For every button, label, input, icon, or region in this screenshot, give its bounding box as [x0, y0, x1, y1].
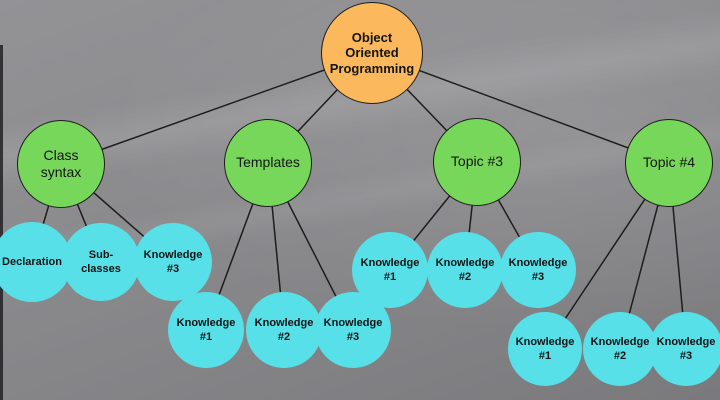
node-knowledge-3d-label-line-2: #3 [679, 350, 693, 362]
node-class-syntax-label-line-1: Class [43, 146, 79, 163]
node-root-label-line-1: Object [351, 29, 393, 45]
node-knowledge-2c-label-line-2: #2 [458, 271, 472, 283]
node-knowledge-2c-label-line-1: Knowledge [435, 256, 495, 269]
node-knowledge-2d-label-line-1: Knowledge [590, 335, 650, 348]
node-knowledge-1d-label-line-1: Knowledge [515, 335, 575, 348]
node-knowledge-3a-label-line-2: #3 [166, 263, 180, 275]
node-knowledge-3a-label-line-1: Knowledge [143, 248, 203, 261]
background-left-edge-shadow [0, 45, 3, 400]
node-templates: Templates [224, 119, 312, 207]
node-knowledge-3d-label-line-1: Knowledge [656, 335, 716, 348]
node-topic-4-label-line-1: Topic #4 [642, 154, 696, 171]
node-knowledge-2b-label-line-1: Knowledge [254, 316, 314, 329]
node-root-label-line-2: Oriented [345, 45, 399, 61]
node-knowledge-1b-label-line-1: Knowledge [176, 316, 236, 329]
node-knowledge-2d-label-line-2: #2 [613, 350, 627, 362]
node-knowledge-2b: Knowledge #2 [246, 292, 322, 368]
node-knowledge-3c-label-line-2: #3 [531, 271, 545, 283]
node-knowledge-1b: Knowledge #1 [168, 292, 244, 368]
node-sub-classes-label-line-2: classes [81, 263, 121, 275]
edge-root-to-class-syntax [60, 52, 373, 165]
edge-root-to-topic-4 [371, 52, 670, 164]
node-knowledge-1d: Knowledge #1 [508, 312, 582, 386]
node-knowledge-2d: Knowledge #2 [583, 312, 657, 386]
node-knowledge-1c-label-line-1: Knowledge [360, 256, 420, 269]
node-knowledge-3c-label-line-1: Knowledge [508, 256, 568, 269]
node-topic-4: Topic #4 [625, 119, 713, 207]
node-knowledge-1c: Knowledge #1 [352, 232, 428, 308]
node-templates-label-line-1: Templates [236, 154, 300, 171]
node-root-label-line-3: Programming [329, 60, 415, 76]
node-declaration-label-line-1: Declaration [2, 255, 62, 268]
node-knowledge-2c: Knowledge #2 [427, 232, 503, 308]
node-sub-classes-label-line-1: Sub- [88, 248, 114, 261]
node-knowledge-1c-label-line-2: #1 [383, 271, 397, 283]
node-knowledge-1b-label-line-2: #1 [199, 331, 213, 343]
node-knowledge-2b-label-line-2: #2 [277, 331, 291, 343]
node-knowledge-3c: Knowledge #3 [500, 232, 576, 308]
node-knowledge-1d-label-line-2: #1 [538, 350, 552, 362]
node-knowledge-3d: Knowledge #3 [649, 312, 720, 386]
node-class-syntax-label-line-2: syntax [40, 164, 82, 180]
node-topic-3: Topic #3 [433, 118, 521, 206]
node-knowledge-3b-label-line-2: #3 [346, 331, 360, 343]
node-knowledge-3b-label-line-1: Knowledge [323, 316, 383, 329]
node-sub-classes: Sub-classes [62, 223, 140, 301]
node-topic-3-label-line-1: Topic #3 [450, 153, 504, 170]
node-declaration: Declaration [0, 222, 72, 302]
node-knowledge-3a: Knowledge #3 [134, 223, 212, 301]
